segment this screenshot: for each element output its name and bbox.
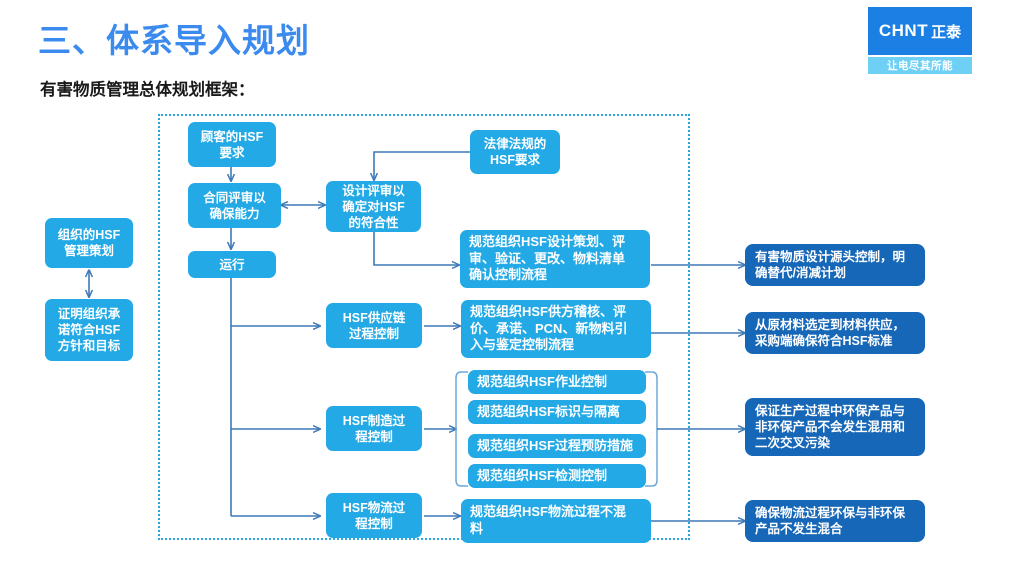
node-logistics-control[interactable]: HSF物流过 程控制 (326, 493, 422, 538)
node-label: 规范组织HSF检测控制 (477, 467, 608, 483)
node-label: 规范组织HSF物流过程不混 料 (470, 504, 627, 536)
logo-text-en: CHNT (878, 21, 929, 40)
node-label: 规范组织HSF作业控制 (477, 373, 608, 389)
node-label: HSF物流过 程控制 (342, 500, 406, 531)
node-legal-requirement[interactable]: 法律法规的 HSF要求 (470, 130, 560, 174)
node-operation[interactable]: 运行 (188, 251, 276, 278)
node-label: 规范组织HSF设计策划、评 审、验证、更改、物料清单 确认控制流程 (469, 234, 626, 283)
node-outcome-supply[interactable]: 从原材料选定到材料供应， 采购端确保符合HSF标准 (745, 312, 925, 354)
node-org-plan[interactable]: 组织的HSF 管理策划 (45, 218, 133, 268)
node-mfg-procedure-prevention[interactable]: 规范组织HSF过程预防措施 (468, 434, 646, 458)
node-outcome-manufacturing[interactable]: 保证生产过程中环保产品与 非环保产品不会发生混用和 二次交叉污染 (745, 398, 925, 456)
node-design-procedure[interactable]: 规范组织HSF设计策划、评 审、验证、更改、物料清单 确认控制流程 (460, 230, 650, 288)
node-label: 法律法规的 HSF要求 (483, 137, 547, 167)
node-label: 从原材料选定到材料供应， 采购端确保符合HSF标准 (755, 318, 906, 348)
node-mfg-procedure-inspection[interactable]: 规范组织HSF检测控制 (468, 464, 646, 488)
node-label: 合同评审以 确保能力 (203, 190, 266, 221)
node-contract-review[interactable]: 合同评审以 确保能力 (188, 183, 281, 228)
node-label: 有害物质设计源头控制，明 确替代/消减计划 (755, 250, 906, 280)
node-outcome-logistics[interactable]: 确保物流过程环保与非环保 产品不发生混合 (745, 500, 925, 542)
node-label: 设计评审以 确定对HSF 的符合性 (342, 183, 405, 230)
node-label: 顾客的HSF 要求 (200, 129, 264, 160)
node-label: 确保物流过程环保与非环保 产品不发生混合 (755, 506, 906, 536)
node-label: 规范组织HSF标识与隔离 (477, 403, 621, 419)
node-manufacturing-control[interactable]: HSF制造过 程控制 (326, 406, 422, 451)
node-label: 规范组织HSF供方稽核、评 价、承诺、PCN、新物料引 入与鉴定控制流程 (470, 304, 628, 353)
node-outcome-design[interactable]: 有害物质设计源头控制，明 确替代/消减计划 (745, 244, 925, 286)
dotted-boundary-region (158, 114, 690, 540)
node-label: 运行 (219, 257, 245, 272)
page-subtitle: 有害物质管理总体规划框架： (40, 81, 255, 99)
node-mfg-procedure-identification[interactable]: 规范组织HSF标识与隔离 (468, 400, 646, 424)
node-label: 证明组织承 诺符合HSF 方针和目标 (57, 307, 121, 353)
node-label: 组织的HSF 管理策划 (57, 228, 121, 258)
node-label: HSF制造过 程控制 (342, 413, 406, 444)
node-logistics-procedure[interactable]: 规范组织HSF物流过程不混 料 (461, 499, 651, 543)
page-title: 三、体系导入规划 (38, 22, 310, 59)
node-label: HSF供应链 过程控制 (342, 310, 406, 341)
node-mfg-procedure-operation[interactable]: 规范组织HSF作业控制 (468, 370, 646, 394)
logo-tagline: 让电尽其所能 (868, 57, 972, 74)
node-label: 规范组织HSF过程预防措施 (477, 437, 634, 453)
node-label: 保证生产过程中环保产品与 非环保产品不会发生混用和 二次交叉污染 (755, 404, 906, 450)
logo-text-cn: 正泰 (931, 23, 962, 41)
node-supplier-procedure[interactable]: 规范组织HSF供方稽核、评 价、承诺、PCN、新物料引 入与鉴定控制流程 (461, 300, 651, 358)
node-customer-requirement[interactable]: 顾客的HSF 要求 (188, 122, 276, 167)
node-design-review[interactable]: 设计评审以 确定对HSF 的符合性 (326, 181, 421, 232)
node-commitment[interactable]: 证明组织承 诺符合HSF 方针和目标 (45, 299, 133, 361)
node-supply-chain-control[interactable]: HSF供应链 过程控制 (326, 303, 422, 348)
